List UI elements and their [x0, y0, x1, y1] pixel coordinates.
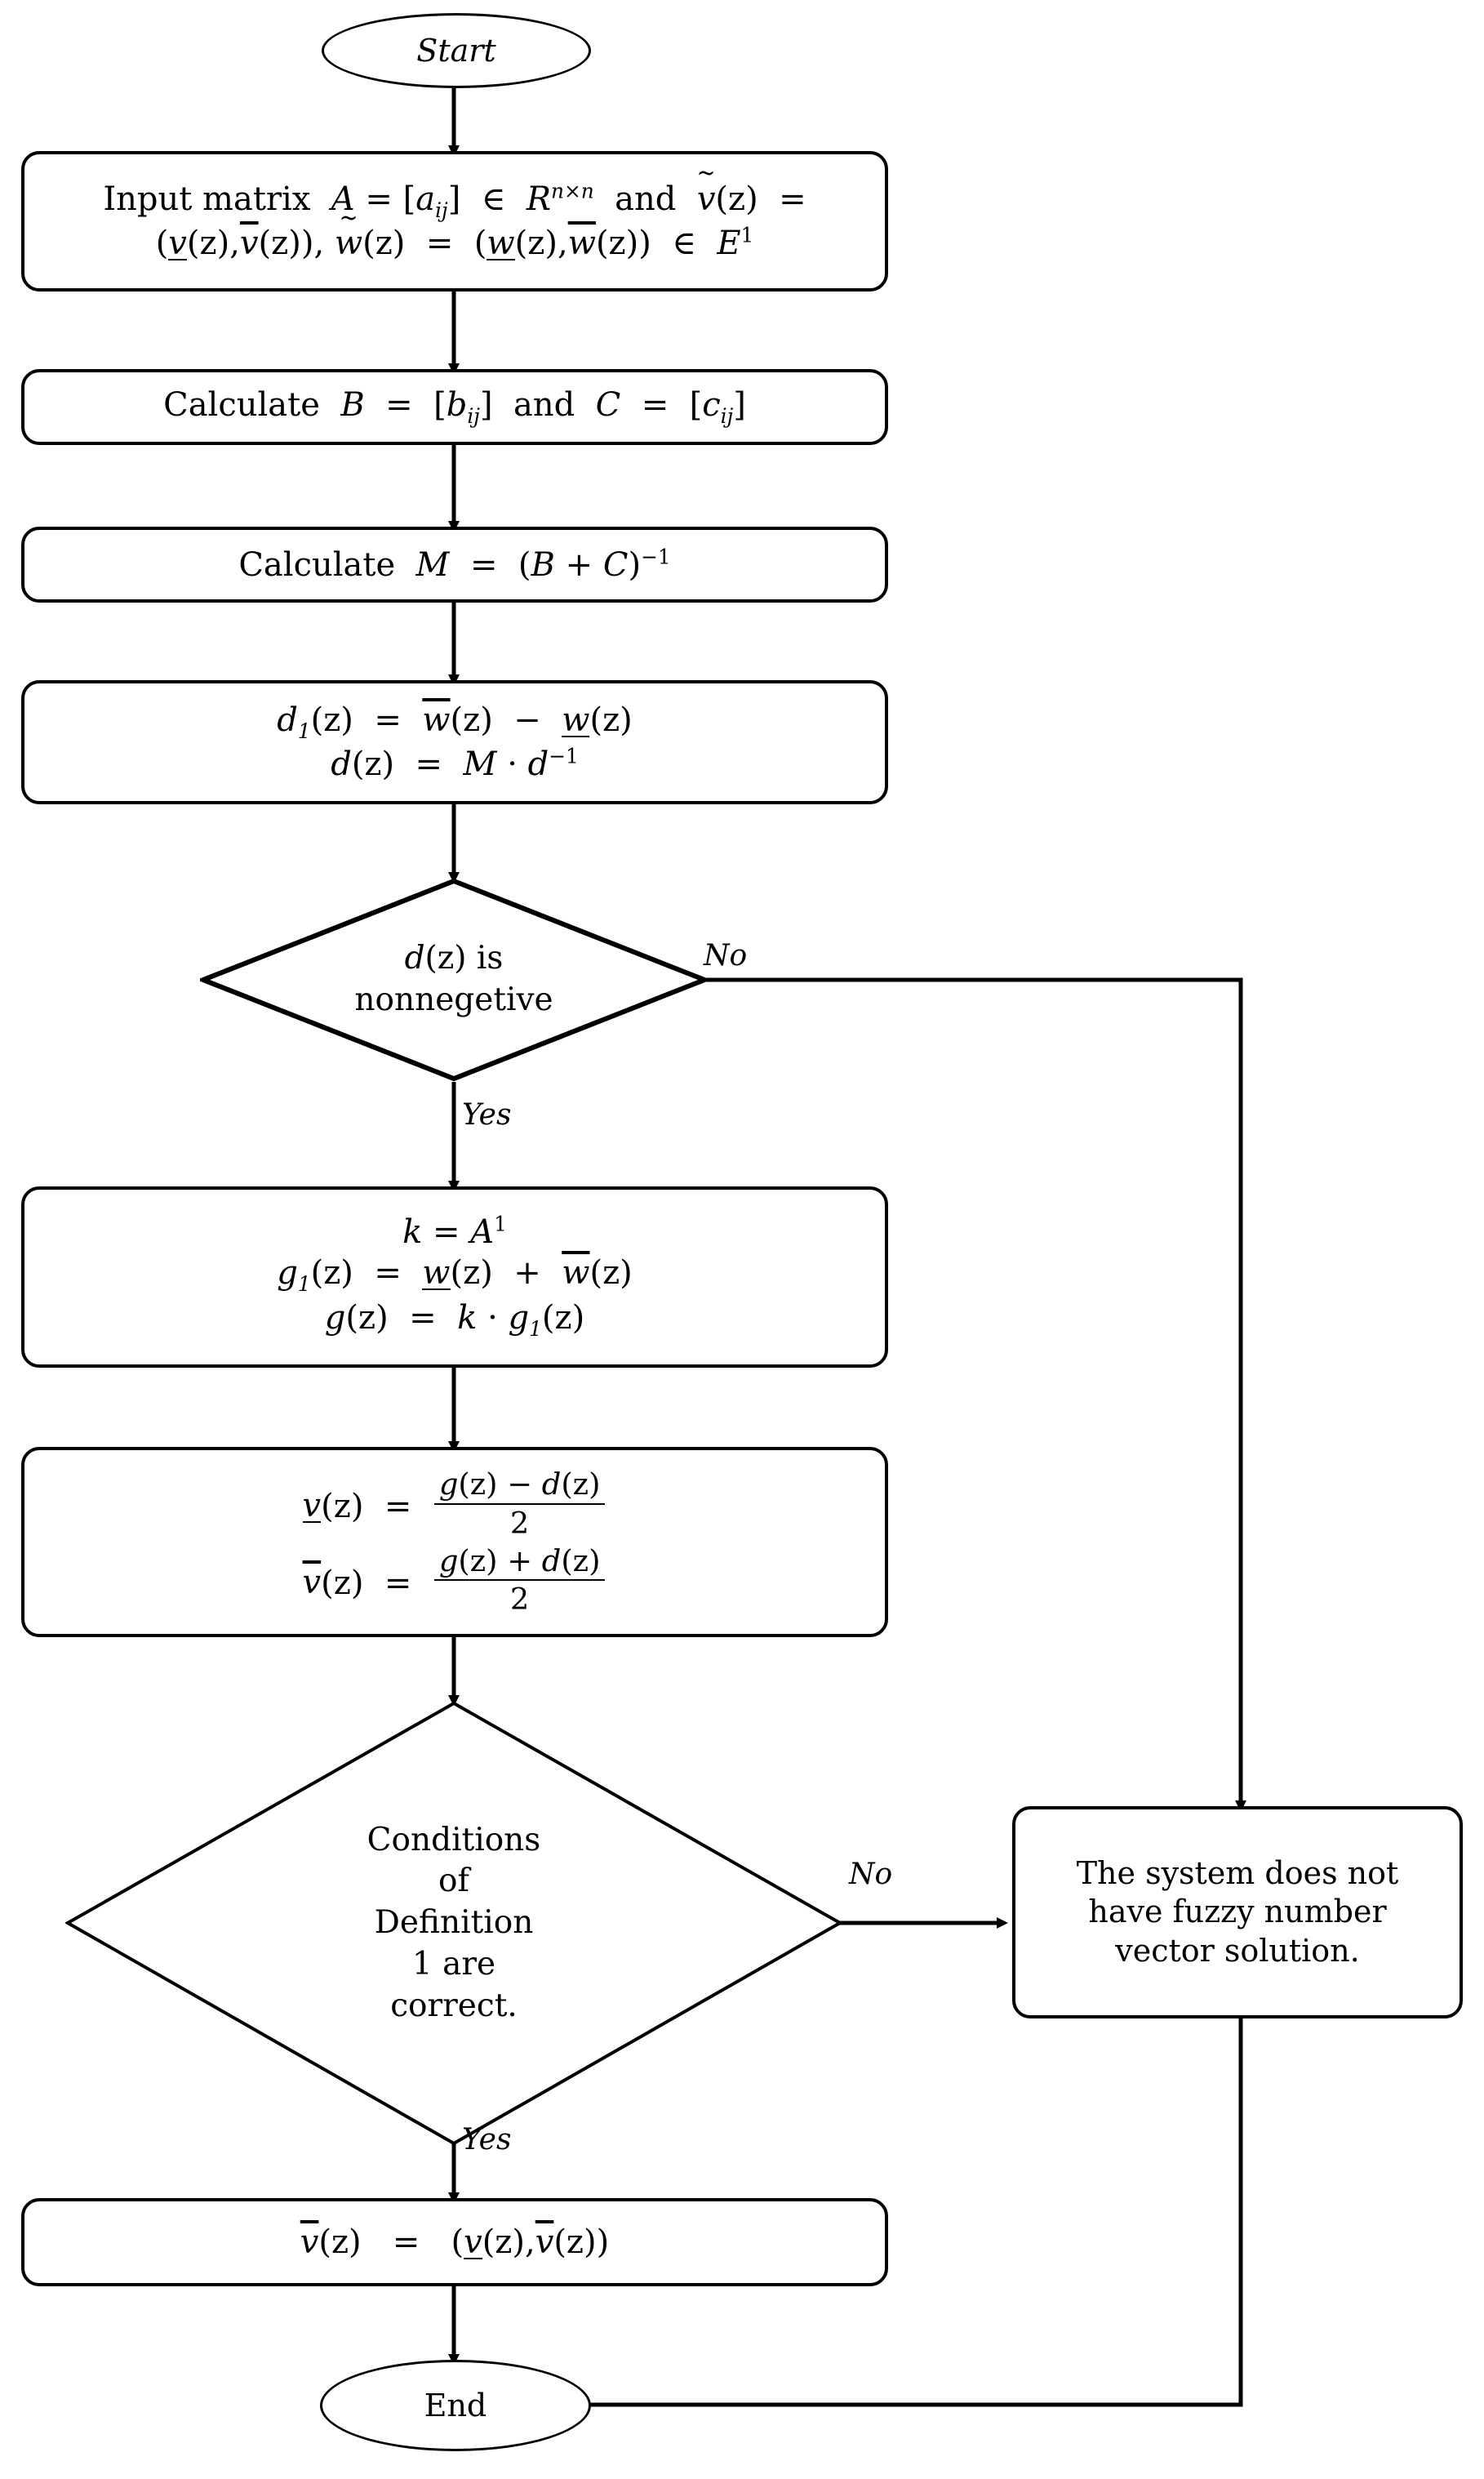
edge-label-no-conditions: No [849, 1858, 893, 1891]
edge-label-no-nonnegative: No [704, 939, 748, 972]
node-no-solution-line2: have fuzzy number [1088, 1894, 1387, 1930]
node-start-label: Start [416, 33, 496, 69]
node-end-label: End [424, 2388, 487, 2423]
node-calculate-bc-text: Calculate B = [bij] and C = [cij] [163, 386, 746, 428]
node-decision-conditions[interactable]: Conditions of Definition 1 are correct. [65, 1701, 842, 2146]
node-input-matrix[interactable]: Input matrix A = [aij] ∈ Rn×n and v(z) =… [21, 151, 888, 292]
node-decision-conditions-line4: 1 are [411, 1945, 496, 1983]
node-decision-conditions-line1: Conditions [367, 1821, 541, 1858]
node-calculate-g[interactable]: k = A1 g1(z) = w(z) + w(z) g(z) = k · g1… [21, 1186, 888, 1368]
node-end[interactable]: End [320, 2360, 591, 2451]
node-decision-conditions-line2: of [438, 1863, 469, 1900]
edge-label-yes-conditions: Yes [462, 2123, 512, 2156]
node-calculate-d-line2: d(z) = M · d−1 [331, 745, 579, 784]
node-input-matrix-text: Input matrix A = [aij] ∈ Rn×n and v(z) =… [103, 179, 806, 265]
fraction-v-lower: g(z) − d(z) 2 [433, 1466, 606, 1542]
node-input-matrix-line2: (v(z),v(z)), w(z) = (w(z),w(z)) ∈ E1 [103, 223, 806, 264]
edge-nosolution-to-end [566, 2018, 1243, 2410]
node-calculate-g-line3: g(z) = k · g1(z) [324, 1299, 585, 1341]
diamond-shape-conditions [65, 1701, 842, 2146]
node-decision-conditions-line5: correct. [390, 1987, 518, 2024]
node-decision-nonnegative-text: d(z) is nonnegetive [291, 938, 616, 1021]
node-no-solution-text: The system does not have fuzzy number ve… [1077, 1854, 1399, 1971]
node-calculate-g-text: k = A1 g1(z) = w(z) + w(z) g(z) = k · g1… [277, 1212, 633, 1342]
node-calculate-g-line1: k = A1 [402, 1212, 507, 1252]
diamond-shape-nonnegative [200, 878, 708, 1082]
node-decision-nonnegative-line2: nonnegetive [354, 981, 553, 1018]
node-input-matrix-line1: Input matrix A = [aij] ∈ Rn×n and v(z) = [103, 179, 806, 224]
node-calculate-m[interactable]: Calculate M = (B + C)−1 [21, 527, 888, 603]
edge-label-yes-nonnegative: Yes [462, 1098, 512, 1132]
node-decision-nonnegative-line1: d(z) is [404, 940, 504, 977]
node-result-text: v(z) = (v(z),v(z)) [300, 2223, 610, 2261]
node-result[interactable]: v(z) = (v(z),v(z)) [21, 2198, 888, 2286]
fraction-v-upper: g(z) + d(z) 2 [433, 1542, 606, 1619]
node-calculate-v-text: v(z) = g(z) − d(z) 2 v(z) = g(z) + d(z) … [302, 1466, 607, 1619]
node-decision-nonnegative[interactable]: d(z) is nonnegetive [200, 878, 708, 1082]
edge-decision1-no [661, 977, 1246, 1812]
node-calculate-bc[interactable]: Calculate B = [bij] and C = [cij] [21, 369, 888, 445]
node-calculate-d-text: d1(z) = w(z) − w(z) d(z) = M · d−1 [277, 700, 633, 786]
node-calculate-v-line2: v(z) = g(z) + d(z) 2 [303, 1542, 607, 1619]
node-calculate-g-line2: g1(z) = w(z) + w(z) [277, 1254, 633, 1297]
node-no-solution-line3: vector solution. [1115, 1932, 1360, 1969]
node-calculate-d[interactable]: d1(z) = w(z) − w(z) d(z) = M · d−1 [21, 680, 888, 804]
node-calculate-v[interactable]: v(z) = g(z) − d(z) 2 v(z) = g(z) + d(z) … [21, 1447, 888, 1637]
node-calculate-d-line1: d1(z) = w(z) − w(z) [277, 701, 633, 743]
node-start[interactable]: Start [322, 13, 591, 88]
node-calculate-v-line1: v(z) = g(z) − d(z) 2 [302, 1466, 607, 1542]
node-calculate-m-text: Calculate M = (B + C)−1 [238, 545, 671, 584]
node-no-solution-line1: The system does not [1076, 1854, 1399, 1891]
node-decision-conditions-line3: Definition [374, 1904, 534, 1942]
node-no-solution[interactable]: The system does not have fuzzy number ve… [1012, 1806, 1463, 2018]
node-decision-conditions-text: Conditions of Definition 1 are correct. [275, 1820, 633, 2027]
